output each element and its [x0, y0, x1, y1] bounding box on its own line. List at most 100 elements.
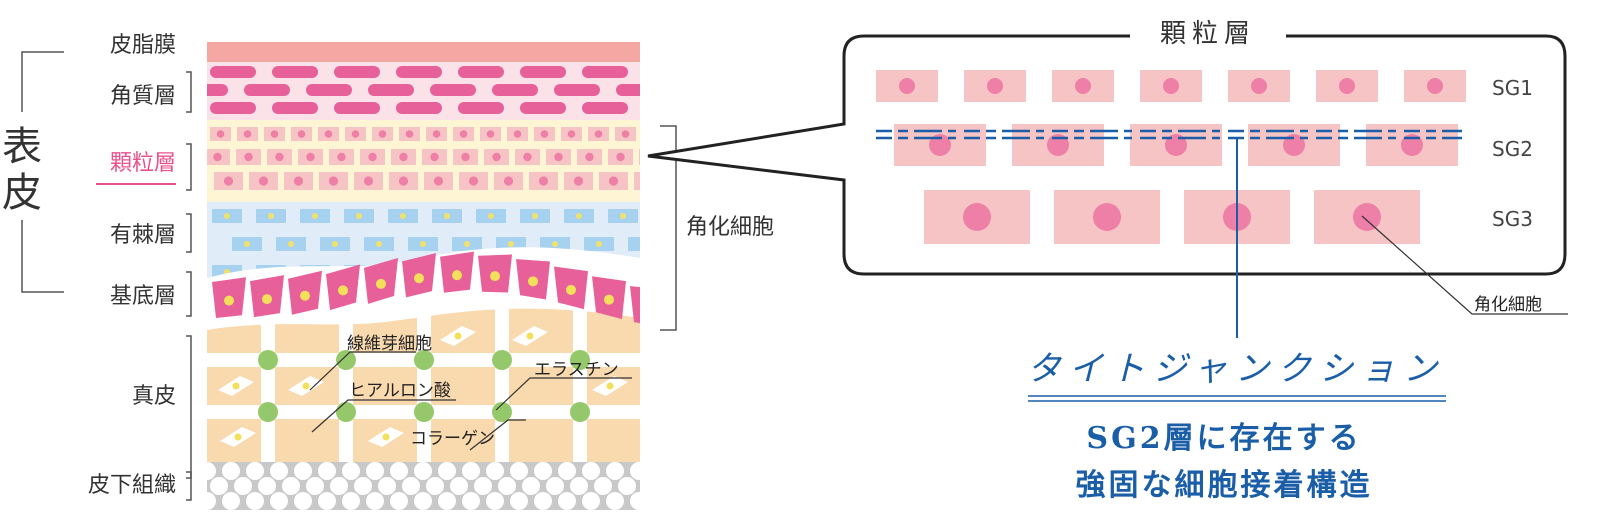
granular-cell: [634, 172, 640, 190]
subcutis-fat-cell: [318, 492, 336, 510]
spinous-nucleus: [640, 241, 646, 247]
label-collagen: コラーゲン: [410, 429, 495, 449]
corneum-cell: [306, 84, 352, 96]
granular-nucleus: [223, 176, 234, 186]
subcutis-fat-cell: [402, 477, 420, 495]
granular-nucleus: [468, 176, 479, 186]
subcutis-fat-cell: [630, 462, 640, 480]
zoom-title-gap: [1130, 26, 1286, 48]
subcutis-fat-cell: [618, 477, 636, 495]
granular-nucleus: [503, 176, 514, 186]
spinous-nucleus: [376, 241, 382, 247]
subcutis-fat-cell: [486, 462, 504, 480]
dermis-fiber-vertical: [495, 300, 509, 464]
fibroblast-nucleus: [606, 382, 614, 390]
corneum-cell: [520, 102, 566, 114]
corneum-cell: [582, 102, 628, 114]
spinous-nucleus: [552, 241, 558, 247]
spinous-nucleus: [312, 213, 318, 219]
corneum-cell: [368, 84, 414, 96]
sg2-nucleus: [1165, 134, 1187, 156]
hyaluronic-node: [414, 402, 434, 422]
zoom-title: 顆粒層: [1160, 19, 1256, 49]
subcutis-fat-cell: [594, 477, 612, 495]
corneum-cells: [207, 66, 690, 114]
subcutis-fat-cell: [222, 462, 240, 480]
subcutis-fat-cell: [390, 492, 408, 510]
hyaluronic-node: [336, 402, 356, 422]
label-sebum: 皮脂膜: [110, 33, 176, 58]
granular-nucleus: [405, 130, 414, 138]
basal-nucleus: [566, 284, 576, 295]
granular-nucleus: [337, 152, 346, 162]
subcutis-fat-cell: [558, 492, 576, 510]
spinous-nucleus: [532, 213, 538, 219]
hyaluronic-node: [570, 350, 590, 370]
label-dermis: 真皮: [132, 384, 176, 409]
subcutis-fat-cell: [582, 462, 600, 480]
granular-nucleus: [459, 130, 468, 138]
fibroblast-nucleus: [232, 382, 240, 390]
description-line-2: 強固な細胞接着構造: [1076, 468, 1373, 503]
fibroblast-nucleus: [526, 332, 534, 340]
subcutis-fat-cell: [474, 477, 492, 495]
subcutis-fat-cell: [546, 477, 564, 495]
subcutis-fat-cell: [354, 477, 372, 495]
dermis-fiber-vertical: [417, 300, 431, 464]
basal-nucleus: [414, 273, 424, 284]
spinous-nucleus: [356, 213, 362, 219]
label-sg3: SG3: [1492, 207, 1533, 231]
spinous-nucleus: [620, 213, 626, 219]
hyaluronic-node: [492, 350, 512, 370]
subcutis-fat-cell: [534, 492, 552, 510]
corneum-cell: [210, 66, 256, 78]
basal-cells: [212, 251, 640, 324]
subcutis-fat-cell: [270, 462, 288, 480]
granular-nucleus: [216, 130, 225, 138]
basal-nucleus: [604, 294, 614, 305]
granular-cell: [639, 149, 640, 165]
granular-nucleus: [324, 130, 333, 138]
epidermis-bracket: [21, 51, 64, 293]
sg3-nucleus: [963, 203, 991, 231]
sg1-nucleus: [1163, 78, 1179, 94]
corneum-cell: [272, 102, 318, 114]
fibroblast-nucleus: [382, 433, 390, 441]
skin-cross-section: [207, 42, 690, 510]
label-granular: 顆粒層: [110, 151, 176, 176]
subcutis-fat-cell: [342, 462, 360, 480]
subcutis-fat-cell: [570, 477, 588, 495]
hyaluronic-node: [492, 402, 512, 422]
subcutis-fat-cell: [438, 462, 456, 480]
keratinocyte-bracket: [660, 125, 677, 331]
hyaluronic-node: [258, 402, 278, 422]
subcutis-fat-cell: [294, 462, 312, 480]
subcutis-fat-cell: [606, 462, 624, 480]
subcutis-fat-cell: [462, 462, 480, 480]
hyaluronic-node: [336, 350, 356, 370]
label-fibroblast: 線維芽細胞: [347, 334, 432, 354]
sg3-nucleus: [1353, 203, 1381, 231]
granular-nucleus: [585, 152, 594, 162]
basal-nucleus: [528, 276, 538, 287]
basal-nucleus: [300, 290, 310, 301]
epidermis-label-top: 表: [2, 124, 42, 170]
zoom-cells: [876, 70, 1466, 244]
granular-nucleus: [243, 130, 252, 138]
sg1-nucleus: [1427, 78, 1443, 94]
basal-nucleus: [338, 285, 348, 296]
granular-nucleus: [432, 130, 441, 138]
label-corneum: 角質層: [110, 84, 176, 109]
corneum-cell: [644, 66, 690, 78]
granular-nucleus: [649, 130, 657, 138]
dermis-fiber-vertical: [261, 300, 275, 464]
sg1-nucleus: [899, 78, 915, 94]
basal-nucleus: [490, 271, 500, 282]
sg1-nucleus: [1075, 78, 1091, 94]
corneum-cell: [396, 66, 442, 78]
subcutis-fat-cell: [270, 492, 288, 510]
subcutis-fat-cell: [414, 492, 432, 510]
fibroblast-nucleus: [234, 433, 242, 441]
granular-nucleus: [244, 152, 253, 162]
subcutis-fat-cell: [330, 477, 348, 495]
